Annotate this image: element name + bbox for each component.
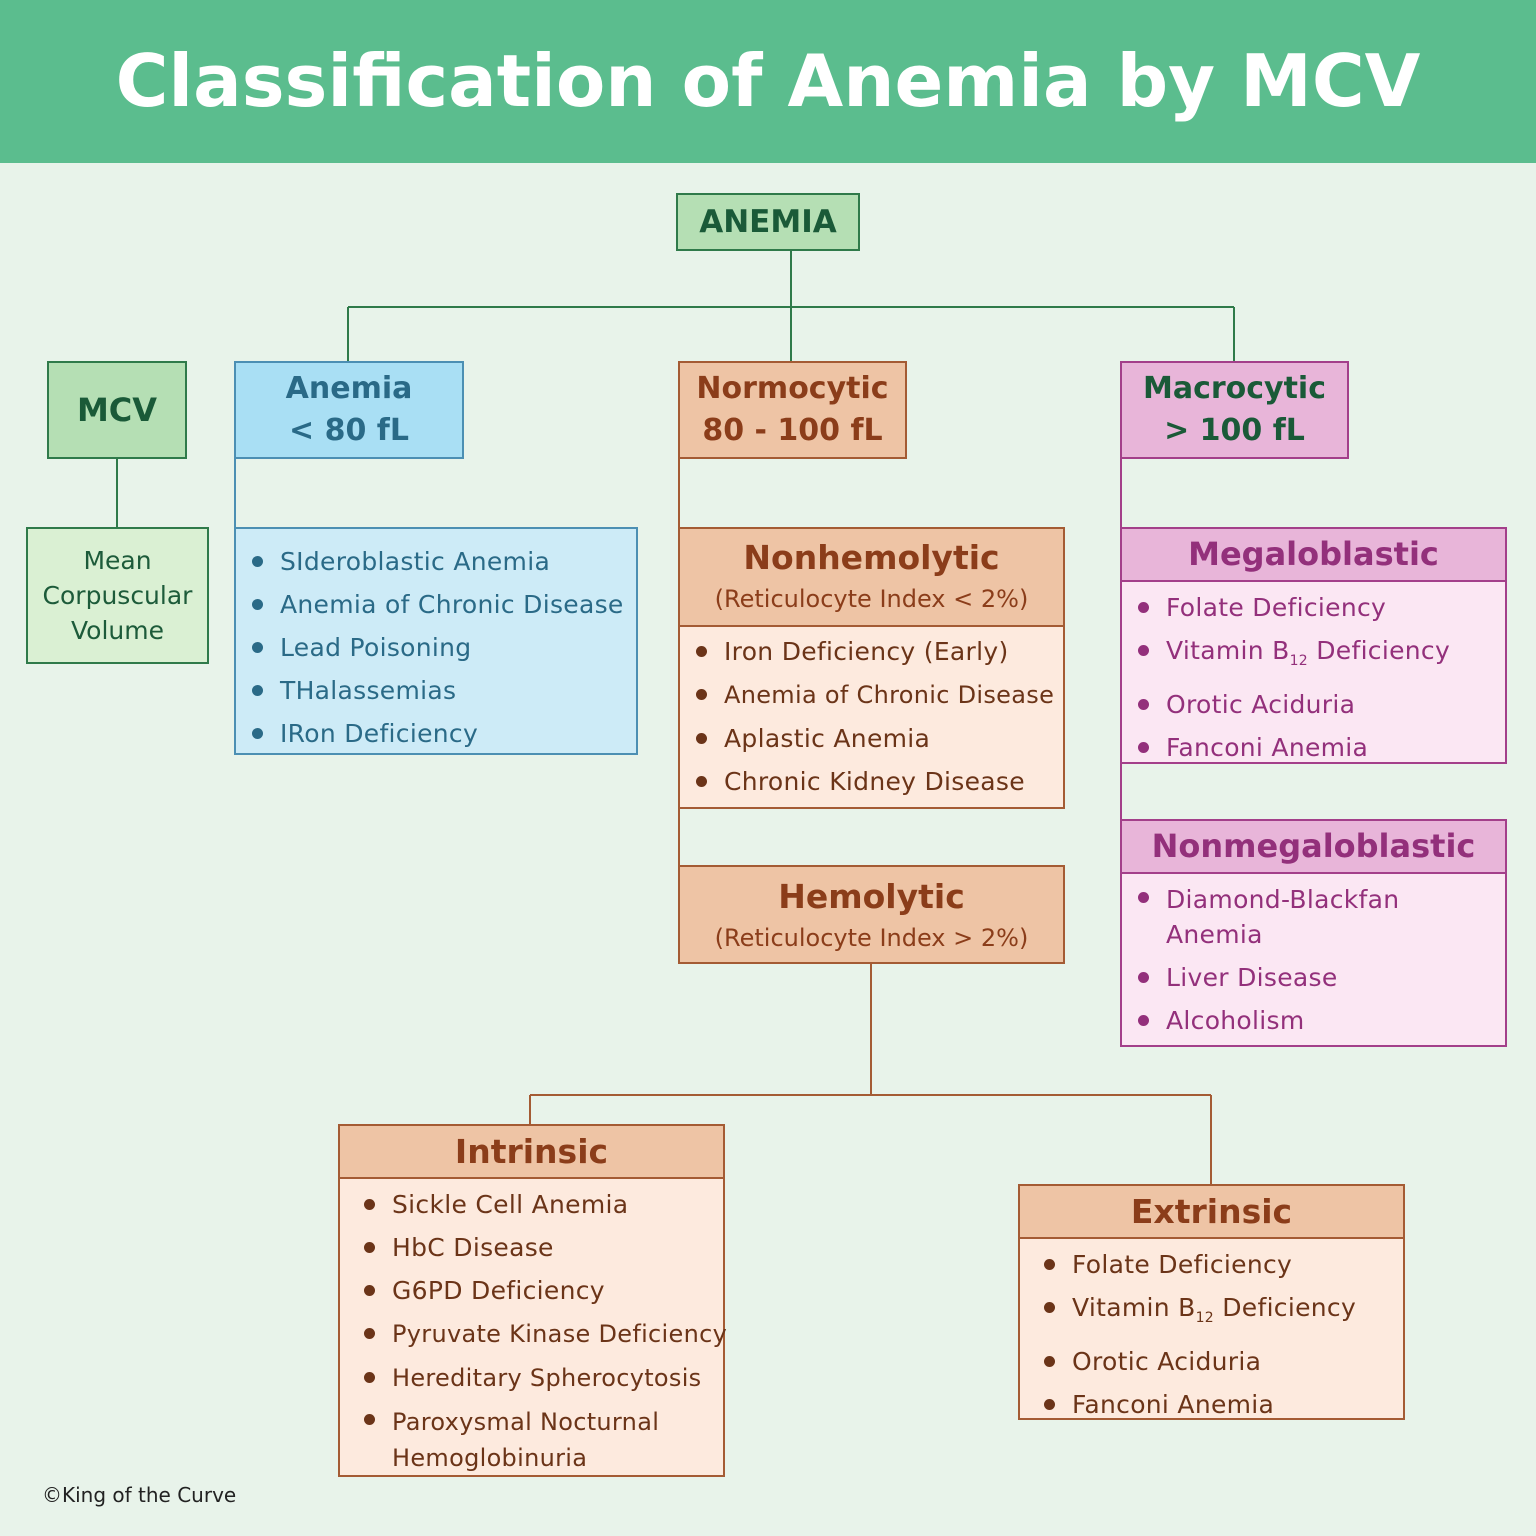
normocytic-title: Normocytic bbox=[696, 371, 889, 406]
intrinsic-causes-list: Sickle Cell Anemia HbC Disease G6PD Defi… bbox=[340, 1179, 727, 1480]
nonhemolytic-box: Nonhemolytic (Reticulocyte Index < 2%) I… bbox=[678, 527, 1065, 809]
nonmegaloblastic-box: Nonmegaloblastic Diamond-Blackfan Anemia… bbox=[1120, 819, 1507, 1047]
microcytic-header-box: Anemia < 80 fL bbox=[234, 361, 464, 459]
bullet-icon bbox=[1138, 699, 1149, 710]
extrinsic-box: Extrinsic Folate Deficiency Vitamin B12 … bbox=[1018, 1184, 1405, 1420]
list-item: Orotic Aciduria bbox=[1030, 1340, 1403, 1383]
list-item: G6PD Deficiency bbox=[350, 1269, 723, 1312]
list-item: Orotic Aciduria bbox=[1124, 683, 1505, 726]
bullet-icon bbox=[364, 1414, 375, 1425]
anemia-root-box: ANEMIA bbox=[676, 193, 860, 251]
mcv-definition-line: Mean bbox=[83, 546, 152, 575]
megaloblastic-box: Megaloblastic Folate Deficiency Vitamin … bbox=[1120, 527, 1507, 764]
header-banner bbox=[0, 0, 1536, 163]
mcv-box: MCV bbox=[47, 361, 187, 459]
list-item: Chronic Kidney Disease bbox=[682, 760, 1063, 803]
hemolytic-subtitle: (Reticulocyte Index > 2%) bbox=[714, 923, 1029, 952]
intrinsic-box: Intrinsic Sickle Cell Anemia HbC Disease… bbox=[338, 1124, 727, 1480]
macrocytic-header-box: Macrocytic > 100 fL bbox=[1120, 361, 1349, 459]
megaloblastic-header: Megaloblastic bbox=[1122, 529, 1505, 582]
copyright-notice: ©King of the Curve bbox=[42, 1483, 237, 1507]
bullet-icon bbox=[696, 689, 707, 700]
bullet-icon bbox=[364, 1328, 375, 1339]
bullet-icon bbox=[252, 642, 263, 653]
bullet-icon bbox=[1138, 892, 1149, 903]
list-item: Folate Deficiency bbox=[1030, 1243, 1403, 1286]
list-item: Vitamin B12 Deficiency bbox=[1124, 629, 1505, 683]
list-item: Sickle Cell Anemia bbox=[350, 1183, 723, 1226]
bullet-icon bbox=[364, 1372, 375, 1383]
anemia-root-label: ANEMIA bbox=[699, 204, 837, 240]
bullet-icon bbox=[696, 776, 707, 787]
nonhemolytic-subtitle: (Reticulocyte Index < 2%) bbox=[714, 585, 1029, 613]
bullet-icon bbox=[364, 1242, 375, 1253]
list-item: Pyruvate Kinase Deficiency bbox=[350, 1312, 727, 1356]
extrinsic-header: Extrinsic bbox=[1020, 1186, 1403, 1239]
bullet-icon bbox=[1138, 602, 1149, 613]
normocytic-header-box: Normocytic 80 - 100 fL bbox=[678, 361, 907, 459]
list-item: Folate Deficiency bbox=[1124, 586, 1505, 629]
hemolytic-title: Hemolytic bbox=[778, 876, 965, 916]
microcytic-range: < 80 fL bbox=[289, 413, 409, 448]
list-item: IRon Deficiency bbox=[238, 712, 636, 755]
microcytic-causes-box: SIderoblastic Anemia Anemia of Chronic D… bbox=[234, 527, 638, 755]
list-item: Alcoholism bbox=[1124, 999, 1505, 1042]
list-item: Anemia of Chronic Disease bbox=[682, 673, 1063, 717]
mcv-definition-box: Mean Corpuscular Volume bbox=[26, 527, 209, 664]
bullet-icon bbox=[252, 685, 263, 696]
mcv-definition-line: Volume bbox=[71, 616, 164, 645]
list-item: Hereditary Spherocytosis bbox=[350, 1356, 723, 1400]
bullet-icon bbox=[252, 599, 263, 610]
nonhemolytic-causes-list: Iron Deficiency (Early) Anemia of Chroni… bbox=[680, 627, 1063, 803]
list-item: Diamond-Blackfan Anemia bbox=[1124, 878, 1424, 956]
bullet-icon bbox=[364, 1199, 375, 1210]
nonmegaloblastic-title: Nonmegaloblastic bbox=[1151, 827, 1476, 865]
list-item: Liver Disease bbox=[1124, 956, 1505, 999]
microcytic-title: Anemia bbox=[285, 371, 413, 406]
list-item: Fanconi Anemia bbox=[1030, 1383, 1403, 1426]
list-item: Fanconi Anemia bbox=[1124, 726, 1505, 769]
bullet-icon bbox=[252, 728, 263, 739]
mcv-definition-line: Corpuscular bbox=[42, 581, 193, 610]
list-item: Iron Deficiency (Early) bbox=[682, 630, 1063, 673]
bullet-icon bbox=[1138, 742, 1149, 753]
nonhemolytic-header: Nonhemolytic (Reticulocyte Index < 2%) bbox=[680, 529, 1063, 627]
extrinsic-title: Extrinsic bbox=[1130, 1192, 1293, 1231]
intrinsic-header: Intrinsic bbox=[340, 1126, 723, 1179]
macrocytic-range: > 100 fL bbox=[1164, 413, 1305, 448]
macrocytic-title: Macrocytic bbox=[1142, 371, 1327, 406]
bullet-icon bbox=[1138, 1015, 1149, 1026]
bullet-icon bbox=[1044, 1399, 1055, 1410]
bullet-icon bbox=[252, 556, 263, 567]
list-item: Lead Poisoning bbox=[238, 626, 636, 669]
page-title: Classification of Anemia by MCV bbox=[115, 39, 1421, 123]
intrinsic-title: Intrinsic bbox=[454, 1132, 609, 1171]
list-item: SIderoblastic Anemia bbox=[238, 540, 636, 583]
megaloblastic-title: Megaloblastic bbox=[1188, 535, 1439, 573]
bullet-icon bbox=[696, 646, 707, 657]
list-item: Paroxysmal Nocturnal Hemoglobinuria bbox=[350, 1400, 680, 1480]
extrinsic-causes-list: Folate Deficiency Vitamin B12 Deficiency… bbox=[1020, 1239, 1403, 1426]
nonhemolytic-title: Nonhemolytic bbox=[743, 538, 1000, 577]
megaloblastic-causes-list: Folate Deficiency Vitamin B12 Deficiency… bbox=[1122, 582, 1505, 769]
list-item: HbC Disease bbox=[350, 1226, 723, 1269]
bullet-icon bbox=[364, 1285, 375, 1296]
bullet-icon bbox=[696, 733, 707, 744]
bullet-icon bbox=[1138, 645, 1149, 656]
bullet-icon bbox=[1044, 1259, 1055, 1270]
bullet-icon bbox=[1044, 1356, 1055, 1367]
nonmegaloblastic-header: Nonmegaloblastic bbox=[1122, 821, 1505, 874]
list-item: Aplastic Anemia bbox=[682, 717, 1063, 760]
list-item: THalassemias bbox=[238, 669, 636, 712]
list-item: Vitamin B12 Deficiency bbox=[1030, 1286, 1403, 1340]
bullet-icon bbox=[1044, 1302, 1055, 1313]
nonmegaloblastic-causes-list: Diamond-Blackfan Anemia Liver Disease Al… bbox=[1122, 874, 1505, 1042]
bullet-icon bbox=[1138, 972, 1149, 983]
mcv-label: MCV bbox=[76, 391, 158, 429]
list-item: Anemia of Chronic Disease bbox=[238, 583, 636, 626]
normocytic-range: 80 - 100 fL bbox=[702, 413, 883, 448]
microcytic-causes-list: SIderoblastic Anemia Anemia of Chronic D… bbox=[236, 540, 636, 755]
hemolytic-box: Hemolytic (Reticulocyte Index > 2%) bbox=[678, 865, 1065, 964]
